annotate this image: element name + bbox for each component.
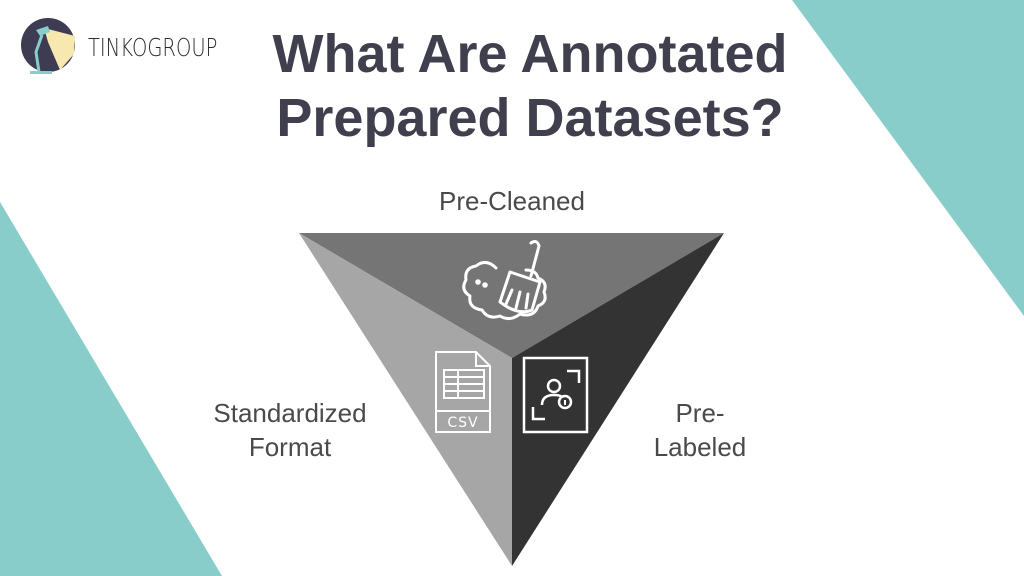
csv-icon-text: CSV <box>447 415 478 431</box>
teal-corner-bottom-left <box>0 202 222 576</box>
label-pre-labeled-line1: Pre- <box>675 398 725 428</box>
label-standardized-line2: Format <box>248 432 332 462</box>
page-title: What Are Annotated Prepared Datasets? <box>200 22 860 150</box>
logo-text: TINKOGROUP <box>88 32 218 62</box>
csv-file-icon <box>435 351 491 433</box>
teal-corner-top-right <box>792 0 1024 316</box>
label-pre-labeled: Pre- Labeled <box>630 396 770 464</box>
title-line-2: Prepared Datasets? <box>276 88 784 148</box>
logo: TINKOGROUP <box>20 18 254 76</box>
label-standardized-line1: Standardized <box>213 398 367 428</box>
segment-pre-labeled <box>512 233 724 566</box>
user-info-label-icon <box>522 356 589 434</box>
segment-standardized-format <box>299 233 512 566</box>
label-pre-labeled-line2: Labeled <box>653 432 747 462</box>
label-pre-cleaned: Pre-Cleaned <box>400 184 624 218</box>
label-pre-cleaned-text: Pre-Cleaned <box>439 186 585 216</box>
title-line-1: What Are Annotated <box>272 24 788 84</box>
segment-pre-cleaned <box>299 233 724 358</box>
label-standardized-format: Standardized Format <box>190 396 390 464</box>
lamp-logo-icon <box>21 18 75 74</box>
broom-cleaning-icon <box>462 240 547 321</box>
